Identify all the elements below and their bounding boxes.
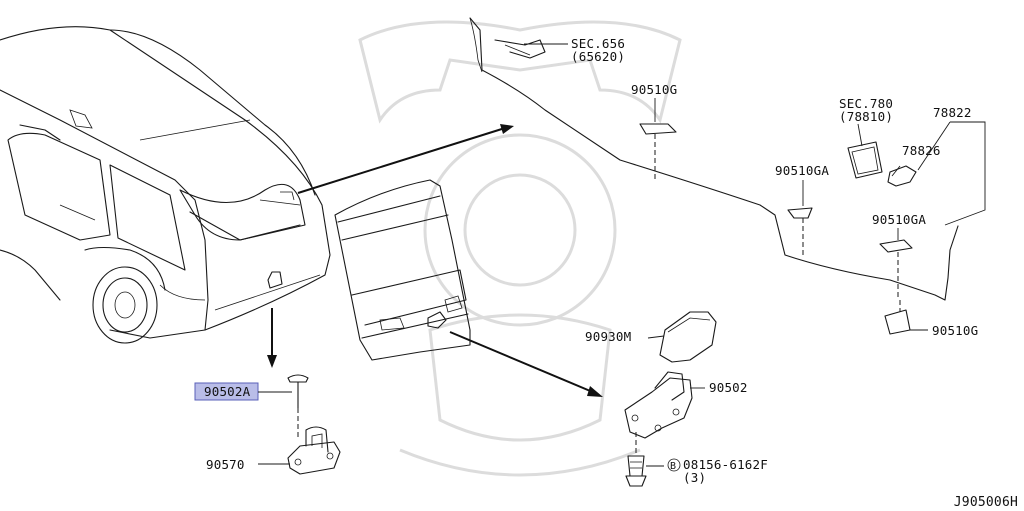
label-78826: 78826 [902,143,941,158]
label-sec780-line2: (78810) [839,109,893,124]
vehicle-body [0,26,331,344]
label-90930m: 90930M [585,329,631,344]
label-bolt-qty: (3) [683,470,706,485]
label-90510ga-right: 90510GA [872,212,926,227]
diagram-code: J905006H [954,495,1018,510]
label-90570: 90570 [206,457,245,472]
watermark-emblem [358,20,682,477]
bolt-symbol-circle [667,458,681,472]
label-bolt-number: 08156-6162F [683,457,768,472]
label-90510ga-left: 90510GA [775,163,829,178]
part-90502-bracket [624,371,693,487]
part-90502a-90570 [287,374,341,475]
leader-lines [258,43,986,467]
pointer-arrows [267,124,603,397]
label-sec656-line1: SEC.656 [571,36,625,51]
label-sec780-line1: SEC.780 [839,96,893,111]
highlight-90502a [194,382,259,401]
label-90510g-bottom: 90510G [932,323,978,338]
label-90502: 90502 [709,380,748,395]
label-78822: 78822 [933,105,972,120]
back-door [334,179,471,361]
label-90510g-top: 90510G [631,82,677,97]
trim-board [469,17,959,301]
label-90502a: 90502A [204,384,251,399]
trim-pads [639,123,917,335]
label-sec656-line2: (65620) [571,49,625,64]
part-90930m-cover [659,311,717,363]
label-bolt-symbol: B [670,461,676,472]
